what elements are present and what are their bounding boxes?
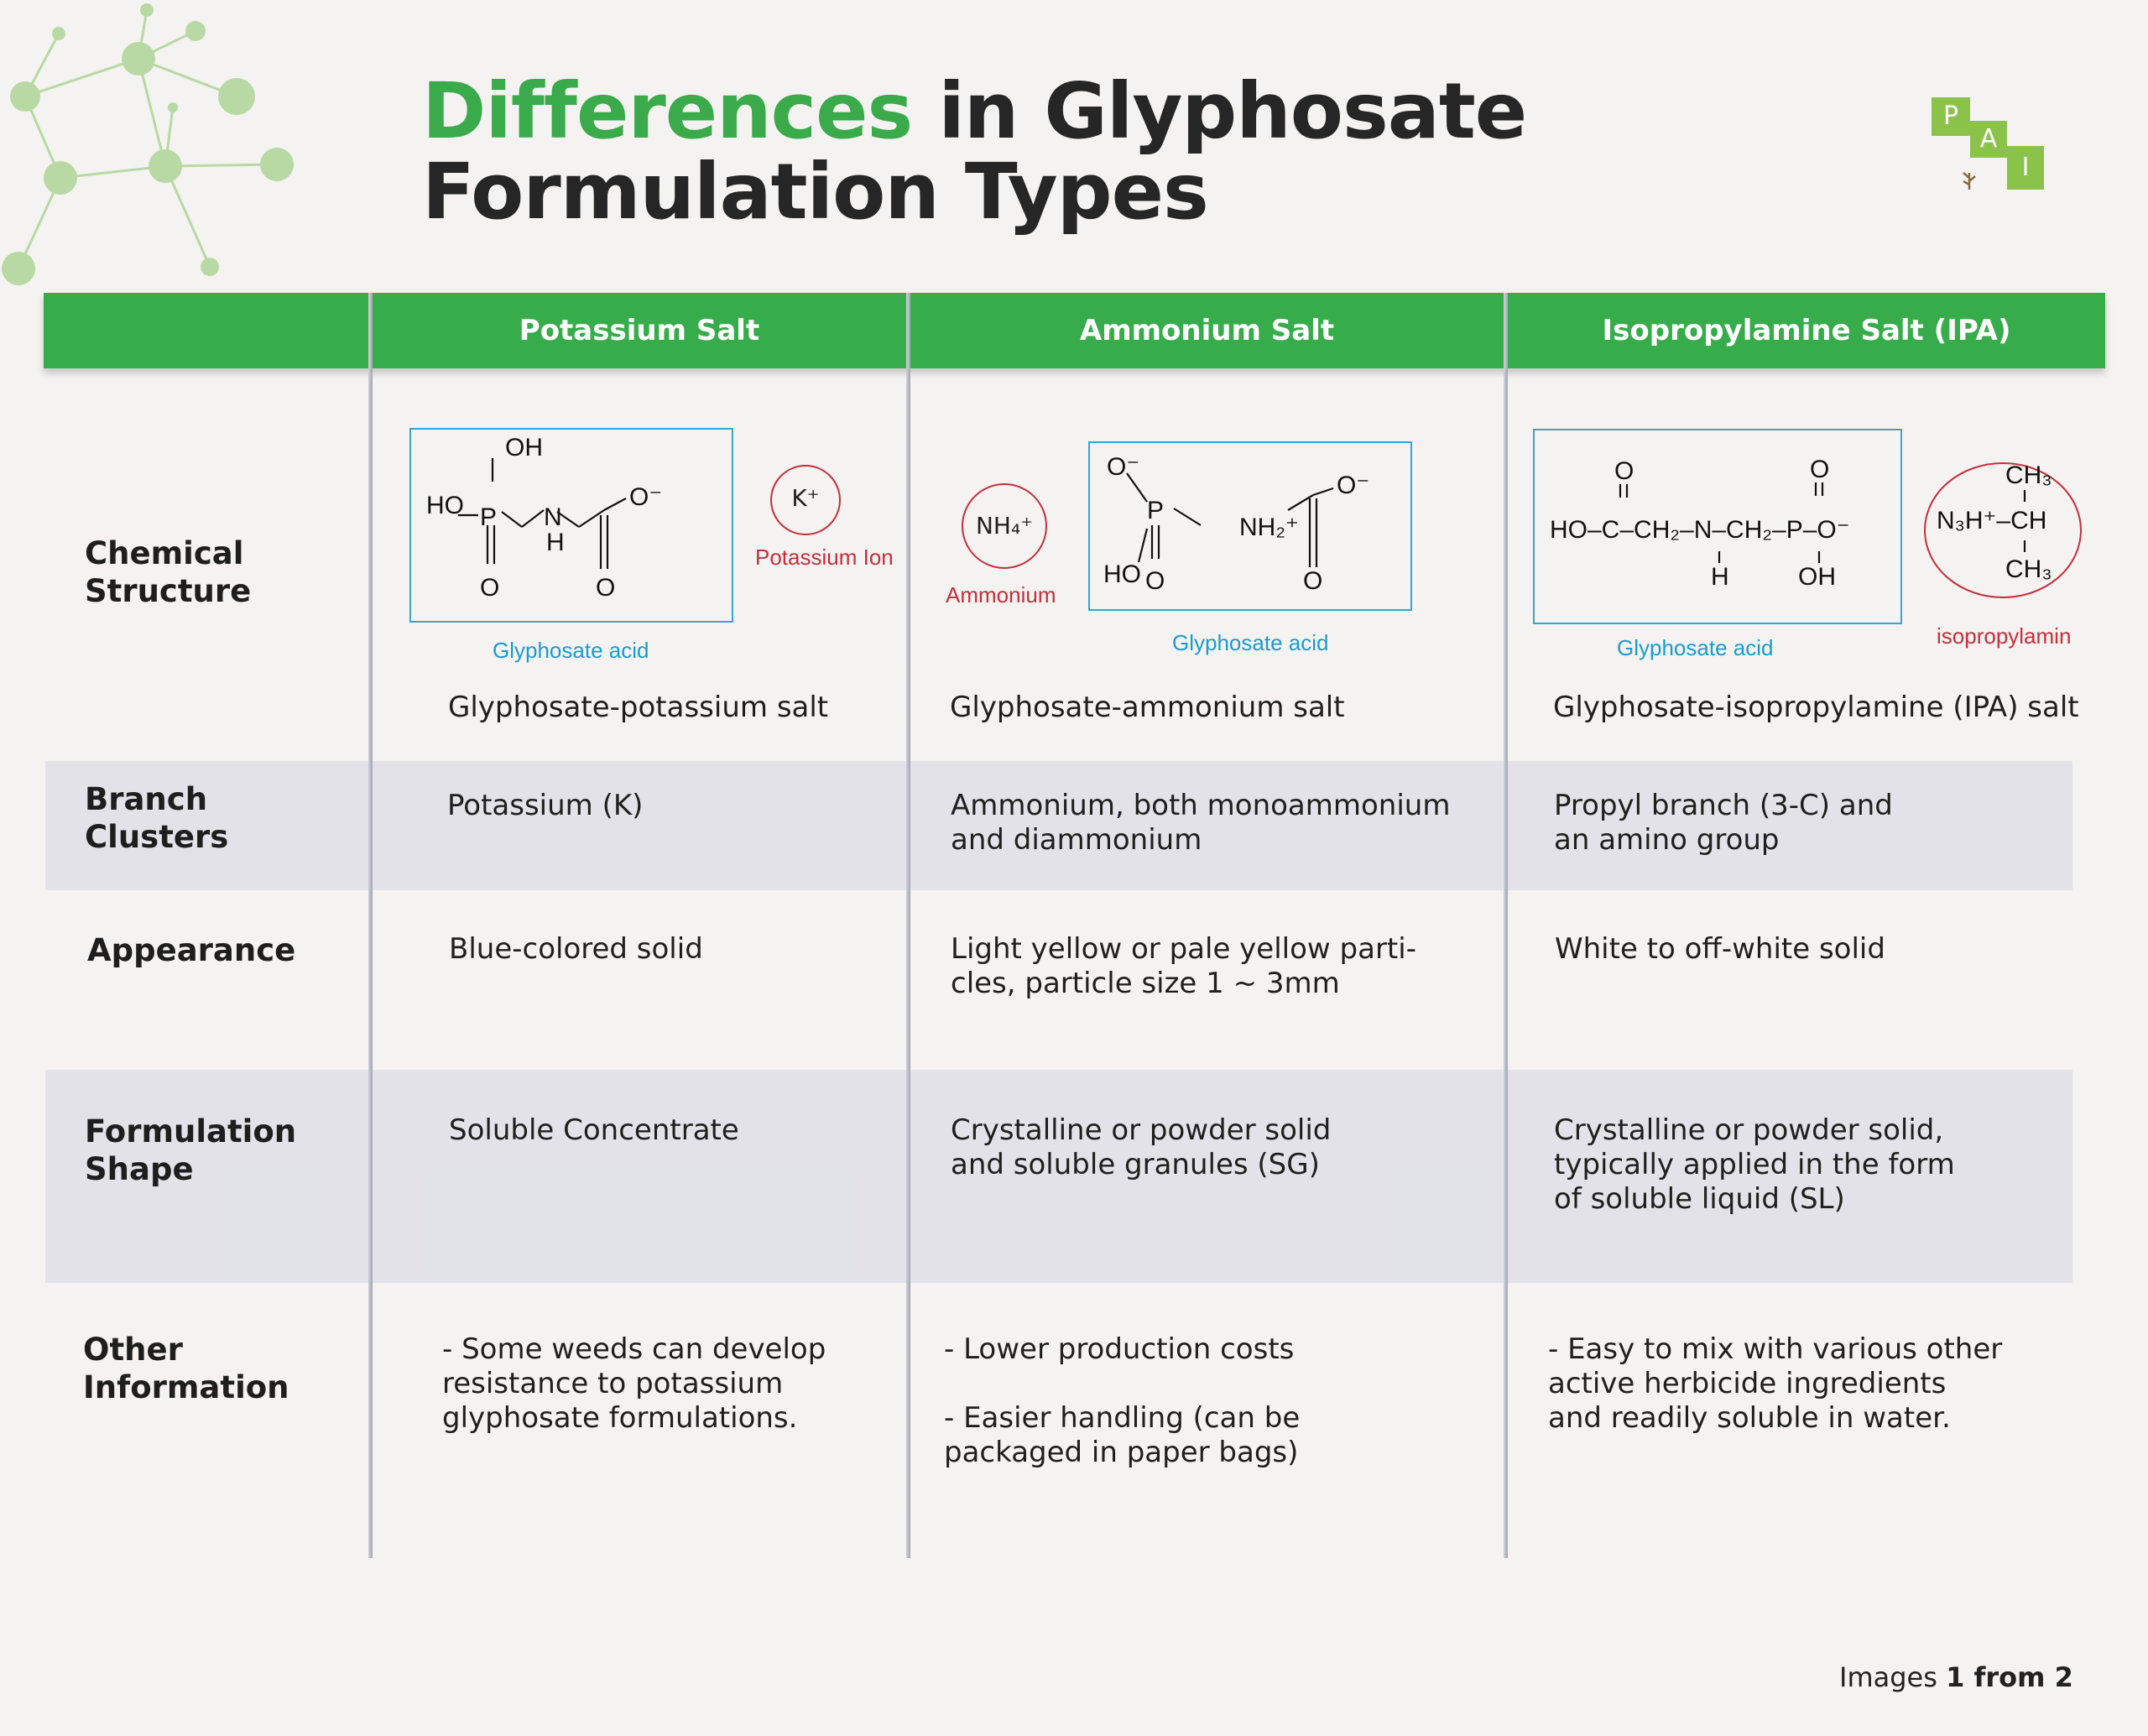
potassium-ion-label: Potassium Ion xyxy=(755,545,894,570)
ammonium-ion-circle xyxy=(962,483,1047,569)
chem-text: O xyxy=(596,574,615,602)
row-band-branch-clusters xyxy=(45,761,2072,890)
chem-text: HO xyxy=(426,492,464,519)
ammonium-salt-name: Glyphosate-ammonium salt xyxy=(950,691,1345,724)
column-header-ipa: Isopropylamine Salt (IPA) xyxy=(1602,314,2011,347)
chem-text: O xyxy=(1614,457,1634,485)
potassium-acid-label: Glyphosate acid xyxy=(493,638,649,663)
column-header-ammonium: Ammonium Salt xyxy=(1079,314,1335,347)
potassium-ion-circle xyxy=(770,465,841,535)
logo-letter-p: P xyxy=(1932,97,1970,136)
title-rest: in Glyphosate xyxy=(912,66,1527,156)
chem-text: O xyxy=(480,574,499,602)
chem-text: OH xyxy=(505,434,543,461)
potassium-salt-name: Glyphosate-potassium salt xyxy=(448,691,829,724)
chem-text: H xyxy=(1711,563,1729,591)
page-indicator: Images 1 from 2 xyxy=(1839,1661,2073,1693)
chem-text: O⁻ xyxy=(629,483,662,511)
chem-text: HO–C–CH₂–N–CH₂–P–O⁻ xyxy=(1550,516,1850,544)
other-information-ipa: - Easy to mix with various other active … xyxy=(1548,1332,2003,1435)
isopropylamine-ion-structure: CH₃ N₃H⁺–CH CH₃ xyxy=(1924,461,2082,598)
chem-text: N xyxy=(544,503,562,531)
appearance-ipa: White to off-white solid xyxy=(1555,932,1885,966)
chem-text: O xyxy=(1303,567,1322,595)
chem-text: CH₃ xyxy=(2005,555,2052,583)
column-divider-1 xyxy=(368,293,373,1558)
column-header-potassium: Potassium Salt xyxy=(519,314,760,347)
pai-logo: P A I xyxy=(1932,97,2044,190)
column-divider-2 xyxy=(906,293,910,1558)
isopropylamine-label: isopropylamin xyxy=(1937,623,2072,649)
row-label-other-information: Other Information xyxy=(83,1332,289,1405)
chem-text: H xyxy=(546,529,565,556)
molecule-decoration xyxy=(2,3,294,285)
page-indicator-prefix: Images xyxy=(1839,1661,1947,1693)
logo-letter-i: I xyxy=(2007,146,2044,190)
title-accent: Differences xyxy=(422,66,913,156)
page-title: Differences in Glyphosate Formulation Ty… xyxy=(422,71,1527,237)
row-label-appearance: Appearance xyxy=(87,932,296,968)
other-information-potassium: - Some weeds can develop resistance to p… xyxy=(442,1332,826,1435)
chem-text: P xyxy=(1147,497,1164,524)
chem-text: OH xyxy=(1798,563,1836,591)
other-information-ammonium: - Lower production costs - Easier handli… xyxy=(944,1332,1301,1469)
logo-letter-a: A xyxy=(1970,121,2007,158)
row-label-formulation-shape: Formulation Shape xyxy=(85,1113,297,1187)
chem-text: O xyxy=(1810,456,1829,483)
branch-clusters-ipa: Propyl branch (3-C) and an amino group xyxy=(1554,789,1893,857)
table-header xyxy=(44,293,2105,368)
ammonium-acid-label: Glyphosate acid xyxy=(1172,630,1329,655)
chem-text: HO xyxy=(1103,560,1141,588)
appearance-potassium: Blue-colored solid xyxy=(449,932,703,966)
ammonium-ion-label: Ammonium xyxy=(946,582,1056,607)
chem-text: O xyxy=(1145,567,1165,595)
glyphosate-acid-structure-ipa: O O HO–C–CH₂–N–CH₂–P–O⁻ H OH xyxy=(1533,429,1902,624)
branch-clusters-ammonium: Ammonium, both monoammonium and diammoni… xyxy=(951,789,1451,857)
page-indicator-count: 1 from 2 xyxy=(1946,1661,2073,1693)
branch-clusters-potassium: Potassium (K) xyxy=(447,789,644,822)
formulation-shape-ammonium: Crystalline or powder solid and soluble … xyxy=(951,1113,1332,1181)
chem-text: O⁻ xyxy=(1337,472,1369,499)
ipa-salt-name: Glyphosate-isopropylamine (IPA) salt xyxy=(1553,691,2079,724)
chem-text: P xyxy=(480,503,497,531)
formulation-shape-potassium: Soluble Concentrate xyxy=(449,1113,739,1147)
glyphosate-acid-structure-ammonium: O⁻ P NH₂⁺ O⁻ HO O O xyxy=(1088,441,1412,611)
row-label-branch-clusters: Branch Clusters xyxy=(85,781,229,855)
ammonium-ion-symbol: NH₄⁺ xyxy=(975,512,1033,540)
potassium-ion-symbol: K⁺ xyxy=(791,484,820,512)
title-line-2: Formulation Types xyxy=(422,147,1209,237)
glyphosate-acid-structure-potassium: OH HO P N H O⁻ O O xyxy=(409,428,733,623)
column-divider-3 xyxy=(1504,293,1508,1558)
leaf-icon xyxy=(1963,172,1976,190)
chem-text: NH₂⁺ xyxy=(1239,514,1299,541)
chem-text: N₃H⁺–CH xyxy=(1937,507,2046,534)
ipa-acid-label: Glyphosate acid xyxy=(1617,635,1774,660)
chem-text: O⁻ xyxy=(1107,453,1139,481)
appearance-ammonium: Light yellow or pale yellow parti- cles,… xyxy=(951,932,1416,1000)
row-label-chemical-structure: Chemical Structure xyxy=(85,535,252,609)
formulation-shape-ipa: Crystalline or powder solid, typically a… xyxy=(1554,1113,1955,1216)
chem-text: CH₃ xyxy=(2005,461,2052,489)
row-band-formulation-shape xyxy=(45,1070,2072,1283)
